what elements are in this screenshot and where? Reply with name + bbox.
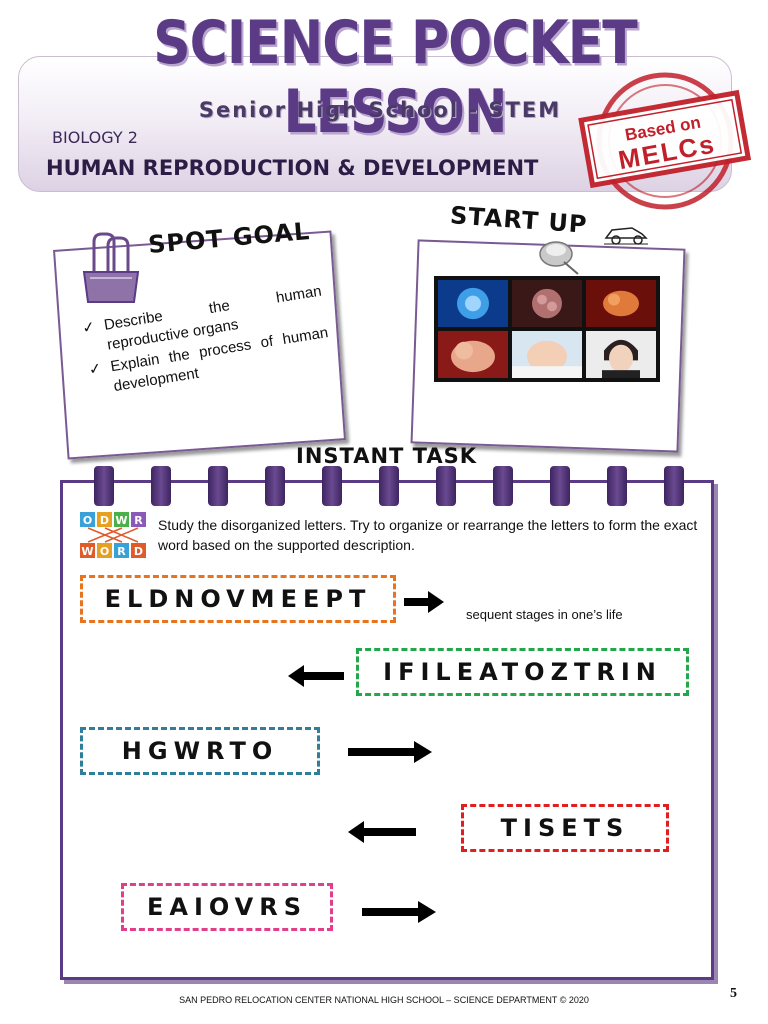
fetus-image [438,331,508,378]
puzzle-letter: W [81,545,93,558]
embryo-image [586,280,656,327]
puzzle-letter: R [134,514,143,527]
development-stages-images [434,276,660,382]
binder-ring [94,466,114,506]
page-number: 5 [730,986,737,1001]
scrambled-word-box: HGWRTO [80,727,320,775]
binder-ring [436,466,456,506]
binder-ring [151,466,171,506]
instant-task-heading: INSTANT TASK [296,444,478,468]
check-icon: ✓ [87,359,103,379]
arrow-right-icon [362,901,436,927]
footer-text: SAN PEDRO RELOCATION CENTER NATIONAL HIG… [179,995,589,1005]
scrambled-word-box: EAIOVRS [121,883,333,931]
scrambled-word-box: IFILEATOZTRIN [356,648,689,696]
scrambled-word: TISETS [500,814,630,842]
arrow-right-icon [348,741,432,767]
zygote-image [438,280,508,327]
scrambled-word: HGWRTO [121,737,279,765]
binder-ring [607,466,627,506]
topic-title: HUMAN REPRODUCTION & DEVELOPMENT [46,156,539,180]
binder-ring [493,466,513,506]
binder-ring [208,466,228,506]
word-puzzle-icon: O D W R W O R D [78,510,148,560]
scrambled-word-box: ELDNOVMEEPT [80,575,396,623]
word-description: sequent stages in one’s life [466,607,623,622]
newborn-image [512,331,582,378]
binder-ring [322,466,342,506]
puzzle-letter: O [100,545,109,558]
arrow-left-icon [348,821,416,847]
scrambled-word: EAIOVRS [147,893,307,921]
arrow-left-icon [288,665,344,691]
binder-ring [664,466,684,506]
scrambled-word-box: TISETS [461,804,669,852]
car-doodle-icon [602,222,650,250]
check-icon: ✓ [81,318,97,338]
puzzle-letter: D [134,545,143,558]
push-pin-icon [534,238,584,282]
page-title: SCIENCE POCKET LESSON [153,9,638,147]
adult-image [586,331,656,378]
start-up-heading: START UP [449,201,589,239]
morula-image [512,280,582,327]
puzzle-letter: R [117,545,126,558]
puzzle-letter: W [115,514,127,527]
arrow-right-icon [404,591,444,617]
scrambled-word: IFILEATOZTRIN [383,658,662,686]
binder-clip-icon [80,232,142,310]
puzzle-letter: O [83,514,92,527]
task-instruction: Study the disorganized letters. Try to o… [158,517,698,553]
subject-label: BIOLOGY 2 [52,128,138,147]
binder-ring [379,466,399,506]
melcs-stamp: Based on MELCs [568,52,761,229]
binder-ring [265,466,285,506]
scrambled-word: ELDNOVMEEPT [104,585,372,613]
page-subtitle: Senior High School - STEM [198,98,562,122]
puzzle-letter: D [100,514,109,527]
binder-ring [550,466,570,506]
